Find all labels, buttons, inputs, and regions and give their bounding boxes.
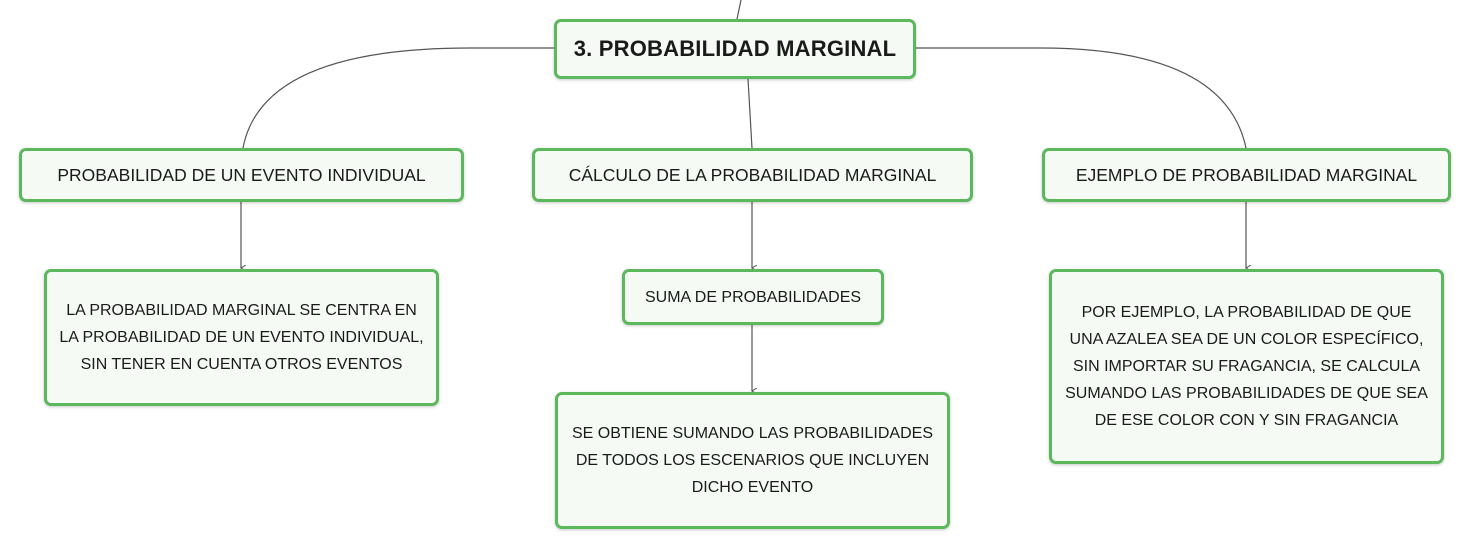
- branch-topic-label: PROBABILIDAD DE UN EVENTO INDIVIDUAL: [57, 164, 426, 185]
- connector-root-to-branch-2: [747, 78, 753, 149]
- connector-root-to-branch-1: [242, 47, 554, 149]
- branch-topic-individual-event[interactable]: PROBABILIDAD DE UN EVENTO INDIVIDUAL: [19, 148, 464, 202]
- connector-root-to-branch-3: [916, 47, 1247, 149]
- root-topic[interactable]: 3. PROBABILIDAD MARGINAL: [554, 19, 916, 79]
- branch-topic-calculation[interactable]: CÁLCULO DE LA PROBABILIDAD MARGINAL: [532, 148, 973, 202]
- connector-from-parent: [736, 0, 742, 20]
- subtopic-sum-of-probabilities[interactable]: SUMA DE PROBABILIDADES: [622, 269, 884, 325]
- subtopic-sum-description[interactable]: SE OBTIENE SUMANDO LAS PROBABILIDADES DE…: [555, 392, 950, 529]
- subtopic-label: LA PROBABILIDAD MARGINAL SE CENTRA EN LA…: [59, 302, 424, 373]
- branch-topic-label: CÁLCULO DE LA PROBABILIDAD MARGINAL: [568, 164, 937, 185]
- subtopic-label: SE OBTIENE SUMANDO LAS PROBABILIDADES DE…: [572, 425, 933, 496]
- root-topic-label: 3. PROBABILIDAD MARGINAL: [573, 36, 897, 61]
- branch-topic-example[interactable]: EJEMPLO DE PROBABILIDAD MARGINAL: [1042, 148, 1451, 202]
- subtopic-individual-event-description[interactable]: LA PROBABILIDAD MARGINAL SE CENTRA EN LA…: [44, 269, 439, 406]
- subtopic-azalea-example[interactable]: POR EJEMPLO, LA PROBABILIDAD DE QUE UNA …: [1049, 269, 1444, 464]
- branch-topic-label: EJEMPLO DE PROBABILIDAD MARGINAL: [1075, 164, 1418, 185]
- subtopic-label: SUMA DE PROBABILIDADES: [644, 288, 862, 306]
- subtopic-label: POR EJEMPLO, LA PROBABILIDAD DE QUE UNA …: [1065, 304, 1428, 429]
